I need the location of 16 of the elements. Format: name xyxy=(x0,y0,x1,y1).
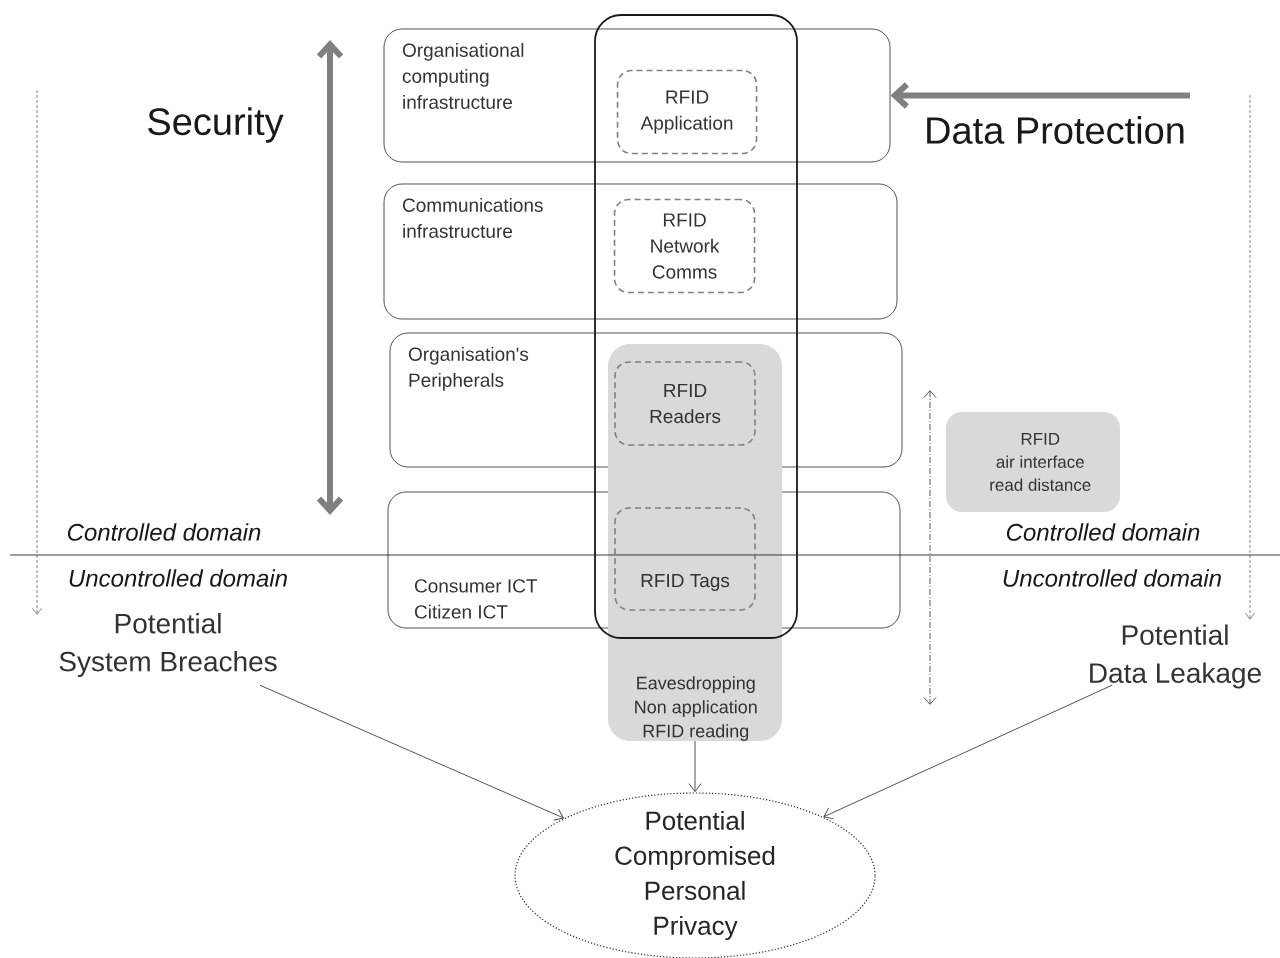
outcome-text: Potential System Breaches xyxy=(59,612,277,678)
heading-text: Security xyxy=(148,107,284,143)
arrow xyxy=(823,684,1113,820)
outcome-text: Potential Data Leakage xyxy=(1090,624,1261,689)
component-box: RFID Readers xyxy=(614,361,756,446)
arrow xyxy=(259,684,564,821)
arrow xyxy=(688,740,702,793)
heading-text: Data Protection xyxy=(927,116,1184,144)
domain-label: Controlled domain xyxy=(67,523,261,541)
component-box: RFID Tags xyxy=(614,507,756,611)
domain-label: Uncontrolled domain xyxy=(1003,569,1221,587)
note-box: RFID air interface read distance xyxy=(946,412,1120,512)
domain-label: Controlled domain xyxy=(1006,523,1200,541)
domain-label: Uncontrolled domain xyxy=(69,569,287,587)
component-box: RFID Network Comms xyxy=(613,198,756,294)
component-box: RFID Application xyxy=(616,69,758,155)
